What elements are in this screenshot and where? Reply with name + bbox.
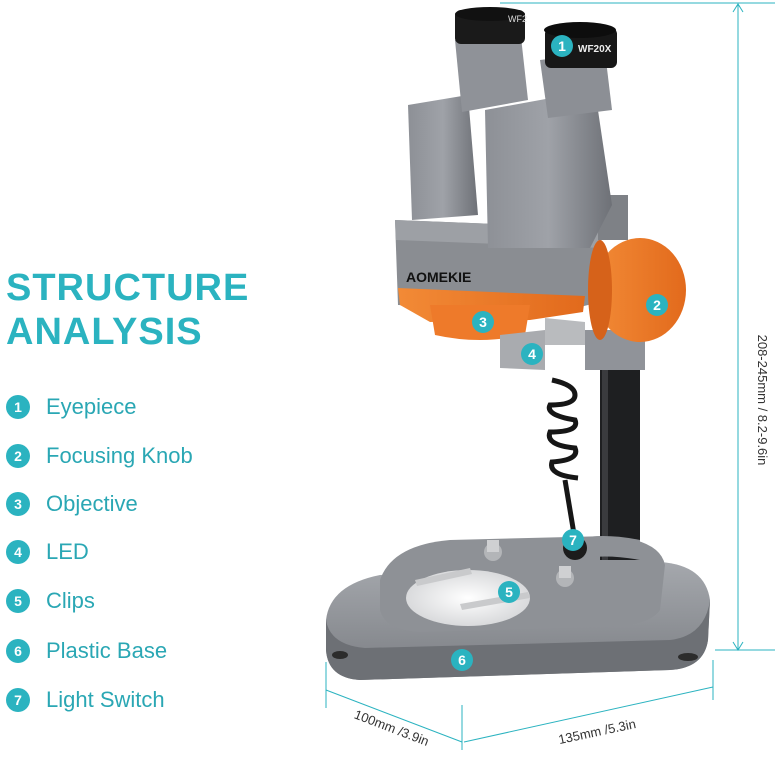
led-coil-cable (546, 377, 579, 541)
part-item-led: 4 LED (6, 537, 89, 567)
part-label: Eyepiece (46, 394, 137, 419)
structure-analysis-heading: STRUCTURE ANALYSIS (6, 266, 249, 354)
heading-line-1: STRUCTURE (6, 267, 250, 309)
badge-1-eyepiece (551, 35, 573, 57)
part-number-badge: 2 (6, 444, 30, 468)
part-item-focusing-knob: 2 Focusing Knob (6, 441, 193, 471)
width-dimension-label: 135mm /5.3in (557, 716, 637, 747)
support-pillar (560, 330, 645, 562)
height-dimension (500, 2, 775, 651)
heading-line-2: ANALYSIS (6, 311, 203, 353)
part-label: Focusing Knob (46, 443, 193, 468)
eyepiece-marking-left: WF2 (508, 14, 527, 24)
part-number-badge: 6 (6, 639, 30, 663)
light-switch: 7 (562, 529, 587, 560)
badge-2-knob (646, 294, 668, 316)
part-number-badge: 7 (6, 688, 30, 712)
led-holder: 4 (500, 318, 585, 370)
part-number-badge: 5 (6, 589, 30, 613)
part-label: Plastic Base (46, 638, 168, 663)
part-label: Clips (46, 588, 95, 613)
part-item-light-switch: 7 Light Switch (6, 685, 165, 715)
part-number-badge: 3 (6, 492, 30, 516)
badge-4-number: 4 (528, 346, 536, 362)
badge-5-number: 5 (505, 584, 513, 600)
eyepiece-tube-left: WF2 (408, 7, 528, 220)
badge-6-number: 6 (458, 652, 466, 668)
part-item-objective: 3 Objective (6, 489, 138, 519)
part-number-badge: 1 (6, 395, 30, 419)
badge-4-led (521, 343, 543, 365)
badge-1-number: 1 (558, 38, 566, 54)
objective-lens: 3 (398, 288, 585, 340)
eyepiece-tube-right: 1 WF20X (485, 22, 617, 248)
part-label: LED (46, 539, 89, 564)
badge-7-number: 7 (569, 532, 577, 548)
plastic-base (326, 536, 710, 680)
part-label: Light Switch (46, 687, 165, 712)
badge-2-number: 2 (653, 297, 661, 313)
part-item-plastic-base: 6 Plastic Base (6, 636, 167, 666)
depth-dimension (325, 662, 463, 750)
badge-6-base: 6 (451, 649, 473, 671)
part-item-eyepiece: 1 Eyepiece (6, 392, 137, 422)
width-dimension (463, 660, 714, 743)
part-item-clips: 5 Clips (6, 586, 95, 616)
badge-3-number: 3 (479, 314, 487, 330)
brand-label: AOMEKIE (406, 269, 471, 285)
badge-5-clips: 5 (498, 581, 520, 603)
part-label: Objective (46, 491, 138, 516)
depth-dimension-label: 100mm /3.9in (352, 707, 431, 749)
eyepiece-marking: WF20X (578, 44, 612, 55)
focusing-knob: 2 (588, 238, 686, 342)
part-number-badge: 4 (6, 540, 30, 564)
height-dimension-label: 208-245mm / 8.2-9.6in (755, 335, 770, 466)
badge-3-objective (472, 311, 494, 333)
